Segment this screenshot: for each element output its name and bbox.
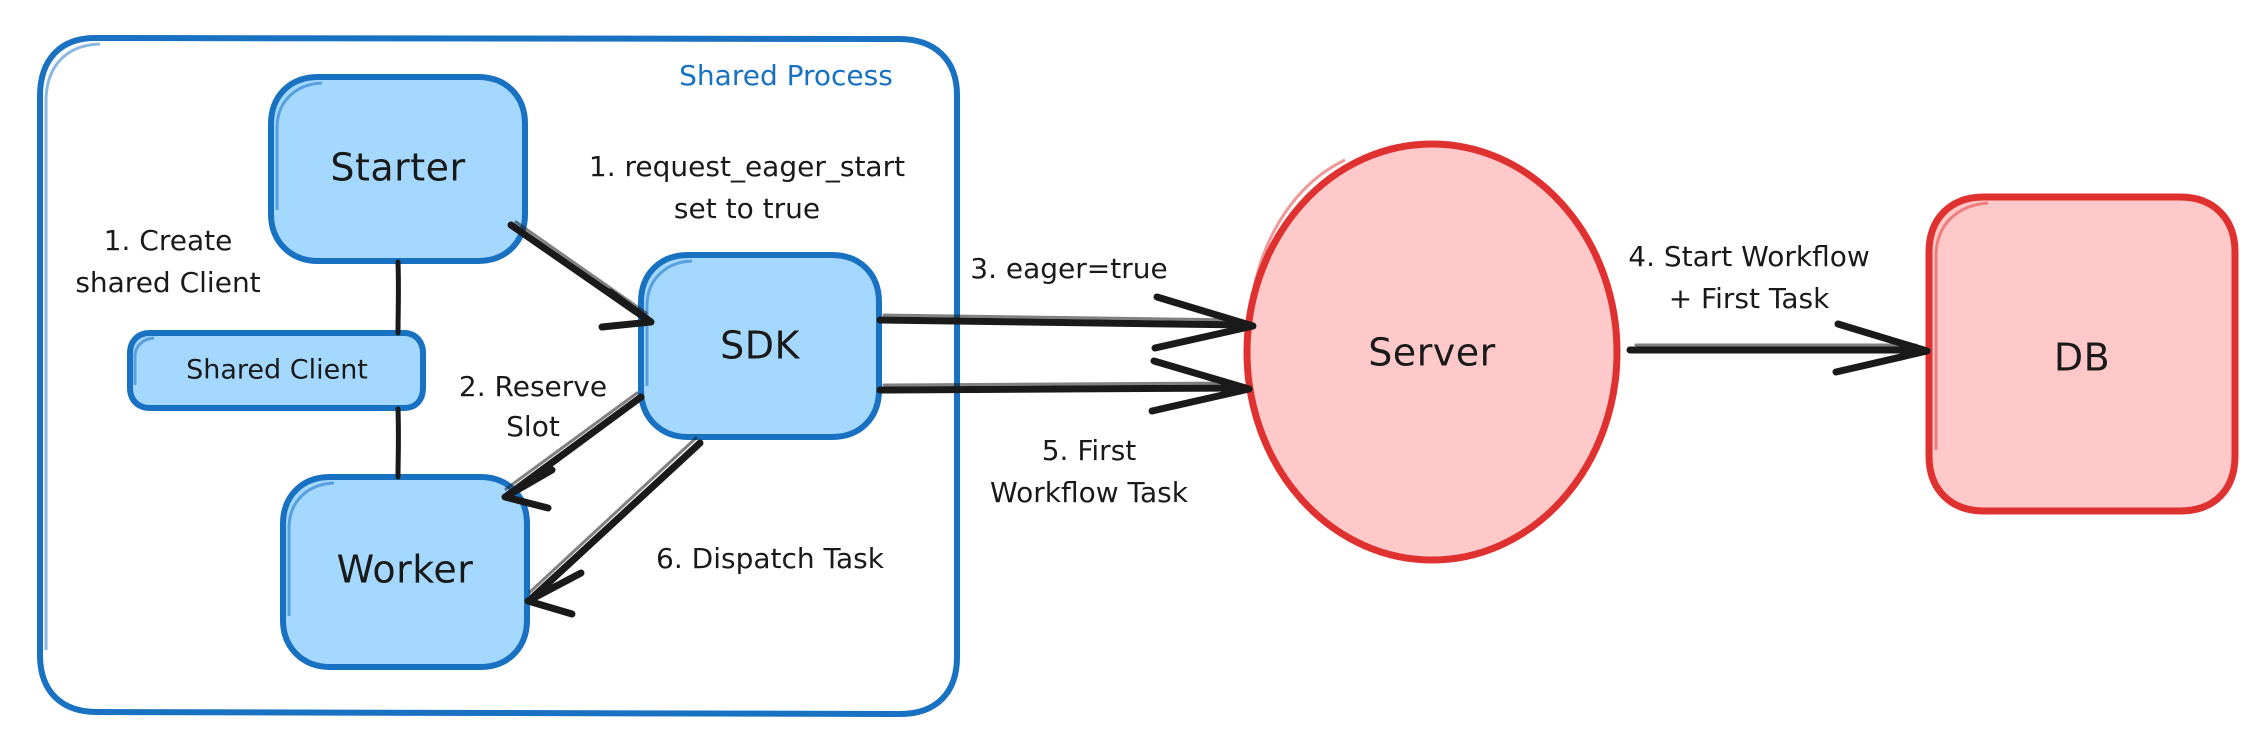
edge-label-start-workflow-line2: + First Task [1669, 282, 1830, 315]
node-worker-border-sketch [287, 481, 335, 616]
edge-sdk-worker-dispatch-line [528, 439, 704, 602]
node-server-border-sketch [1247, 158, 1346, 331]
node-server-border [1243, 140, 1621, 564]
edge-server-db-arrowhead [1832, 320, 1931, 376]
edge-label-request-eager-start-line1: 1. request_eager_start [589, 150, 905, 183]
edge-label-start-workflow-line1: 4. Start Workflow [1628, 240, 1870, 273]
node-shared-client-label: Shared Client [186, 355, 368, 386]
edge-label-eager-true: 3. eager=true [970, 252, 1167, 285]
edge-first-workflow-task[interactable]: 5. First Workflow Task [876, 357, 1253, 509]
edge-sdk-worker-dispatch-line-sketch [528, 436, 698, 594]
node-db-border-sketch [1934, 201, 1989, 450]
edge-label-create-shared-client-line1: 1. Create [104, 224, 233, 257]
node-db-fill [1930, 198, 2234, 510]
edge-server-sdk-line-sketch [882, 381, 1238, 387]
group-label-shared-process: Shared Process [679, 59, 893, 92]
node-db-border [1925, 193, 2239, 515]
node-shared-client-border [127, 330, 426, 411]
node-sdk-label: SDK [720, 324, 800, 368]
edge-sdk-server-arrowhead [1151, 293, 1257, 352]
node-worker-label: Worker [337, 548, 474, 592]
shared-process-border-sketch [44, 42, 101, 650]
edge-label-create-shared-client-line2: shared Client [75, 266, 260, 299]
node-sdk-border [638, 252, 882, 440]
edge-create-shared-client[interactable]: 1. Create shared Client [75, 224, 401, 480]
node-server-label: Server [1368, 331, 1496, 375]
edge-server-sdk-arrowhead [1148, 357, 1253, 415]
edge-sdk-server-line-sketch [882, 313, 1242, 322]
edge-dispatch-task[interactable]: 6. Dispatch Task [524, 436, 885, 618]
node-starter-border [268, 74, 528, 264]
edge-label-dispatch-task: 6. Dispatch Task [656, 542, 885, 575]
node-starter-label: Starter [330, 146, 465, 190]
edge-label-request-eager-start-line2: set to true [674, 192, 820, 225]
node-starter-border-sketch [275, 81, 323, 210]
node-worker-fill [284, 478, 526, 666]
edge-request-eager-start[interactable]: 1. request_eager_start set to true [507, 150, 905, 331]
node-sdk[interactable]: SDK [638, 252, 882, 440]
node-shared-client-fill [131, 334, 422, 407]
node-shared-client[interactable]: Shared Client [127, 330, 426, 411]
edge-starter-sdk-arrowhead [598, 288, 655, 331]
edge-eager-true[interactable]: 3. eager=true [876, 252, 1257, 352]
node-server[interactable]: Server [1243, 140, 1621, 564]
edge-label-reserve-slot-line2: Slot [506, 410, 560, 443]
node-db[interactable]: DB [1925, 193, 2239, 515]
edge-label-first-workflow-task-line1: 5. First [1042, 434, 1137, 467]
edge-sdk-worker-reserve-arrowhead [501, 466, 556, 512]
edge-sdk-worker-reserve-line-sketch [504, 391, 639, 491]
edge-starter-sdk-line-sketch [514, 220, 648, 315]
edge-label-first-workflow-task-line2: Workflow Task [990, 476, 1189, 509]
edge-reserve-slot[interactable]: 2. Reserve Slot [459, 370, 645, 512]
node-starter-fill [272, 78, 524, 260]
edge-start-workflow-first-task[interactable]: 4. Start Workflow + First Task [1626, 240, 1931, 376]
shared-process-border [37, 35, 960, 717]
node-db-label: DB [2054, 336, 2110, 380]
edge-label-reserve-slot-line1: 2. Reserve [459, 370, 607, 403]
node-server-fill [1247, 144, 1617, 560]
node-sdk-border-sketch [645, 259, 693, 386]
edge-sdk-server-line [876, 316, 1252, 329]
node-worker[interactable]: Worker [280, 474, 530, 670]
node-starter[interactable]: Starter [268, 74, 528, 264]
node-sdk-fill [642, 256, 878, 436]
edge-sdk-worker-dispatch-arrowhead [524, 569, 585, 618]
group-shared-process[interactable]: Shared Process [37, 35, 960, 717]
node-shared-client-border-sketch [133, 336, 155, 385]
edge-server-sdk-line [876, 384, 1248, 394]
